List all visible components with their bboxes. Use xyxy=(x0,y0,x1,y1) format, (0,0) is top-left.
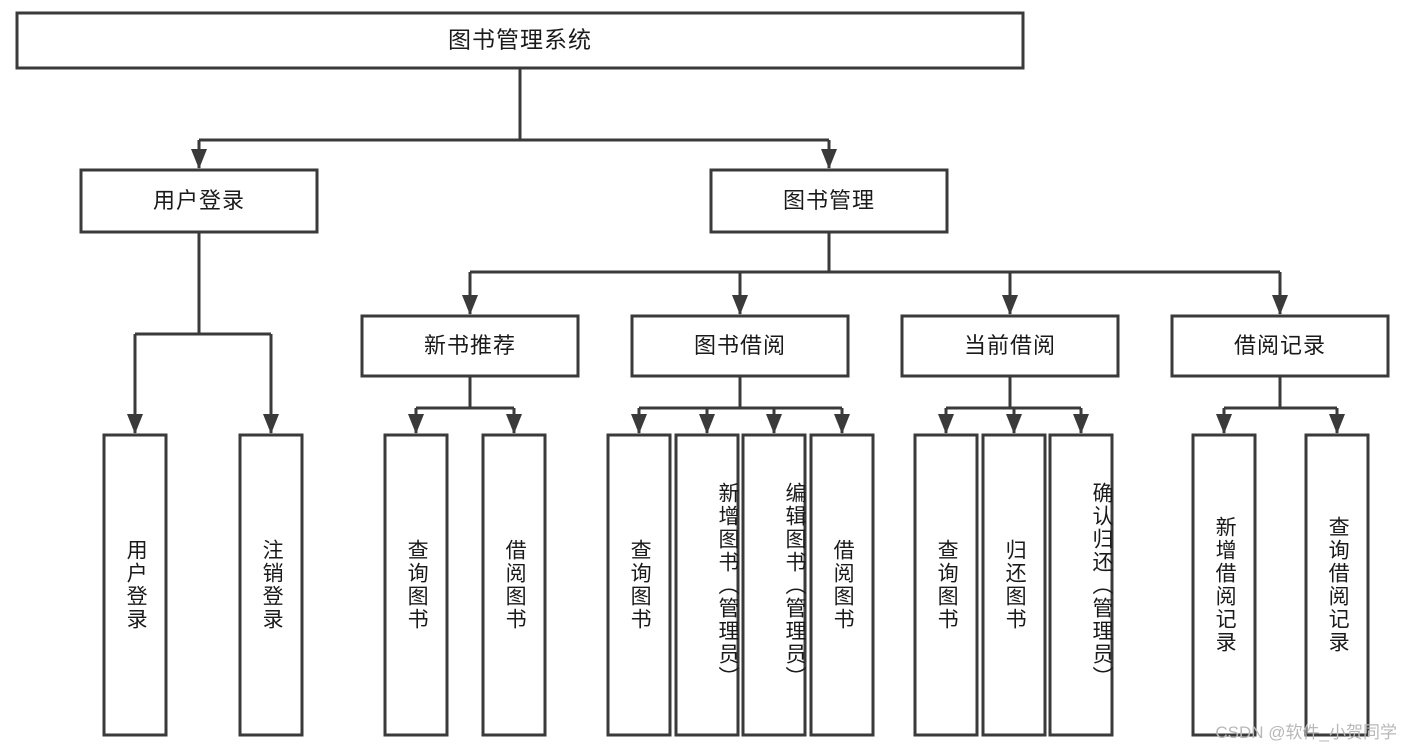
boxes-layer xyxy=(15,11,1390,737)
node-level3-0-label: 新书推荐 xyxy=(424,333,516,358)
node-level3-3-label: 借阅记录 xyxy=(1234,333,1326,358)
arrow-head-icon xyxy=(263,414,279,434)
node-leaf-7[interactable] xyxy=(809,433,875,737)
node-leaf-8[interactable] xyxy=(913,433,979,737)
node-level3-1[interactable] xyxy=(630,314,850,378)
arrow-head-icon xyxy=(631,414,647,434)
arrow-head-icon xyxy=(462,295,478,315)
node-leaf-2[interactable] xyxy=(383,433,449,737)
node-level3-2[interactable] xyxy=(900,314,1120,378)
node-level2-1[interactable] xyxy=(709,168,949,234)
node-root[interactable] xyxy=(15,11,1025,70)
node-leaf-11[interactable] xyxy=(1191,433,1257,737)
arrow-head-icon xyxy=(834,414,850,434)
arrow-head-icon xyxy=(408,414,424,434)
node-leaf-6[interactable] xyxy=(741,433,807,737)
node-leaf-0[interactable] xyxy=(102,433,168,737)
node-leaf-5[interactable] xyxy=(674,433,740,737)
arrow-head-icon xyxy=(1002,295,1018,315)
node-root-label: 图书管理系统 xyxy=(448,27,592,53)
node-level3-1-label: 图书借阅 xyxy=(694,333,786,358)
node-leaf-12[interactable] xyxy=(1304,433,1370,737)
arrow-head-icon xyxy=(1329,414,1345,434)
node-level3-3[interactable] xyxy=(1170,314,1390,378)
arrow-head-icon xyxy=(127,414,143,434)
node-level3-0[interactable] xyxy=(360,314,580,378)
arrow-head-icon xyxy=(766,414,782,434)
node-leaf-1[interactable] xyxy=(238,433,304,737)
connectors-layer xyxy=(127,68,1345,434)
arrow-head-icon xyxy=(1216,414,1232,434)
arrow-head-icon xyxy=(699,414,715,434)
node-leaf-9[interactable] xyxy=(981,433,1047,737)
arrow-head-icon xyxy=(821,149,837,169)
node-leaf-4[interactable] xyxy=(606,433,672,737)
arrow-head-icon xyxy=(1272,295,1288,315)
arrow-head-icon xyxy=(506,414,522,434)
node-level2-0[interactable] xyxy=(79,168,319,234)
arrow-head-icon xyxy=(732,295,748,315)
node-level2-0-label: 用户登录 xyxy=(153,188,245,213)
node-level3-2-label: 当前借阅 xyxy=(964,333,1056,358)
node-level2-1-label: 图书管理 xyxy=(783,188,875,213)
node-leaf-3[interactable] xyxy=(481,433,547,737)
arrow-head-icon xyxy=(1006,414,1022,434)
arrow-head-icon xyxy=(938,414,954,434)
node-leaf-10[interactable] xyxy=(1048,433,1114,737)
arrow-head-icon xyxy=(1073,414,1089,434)
arrow-head-icon xyxy=(191,149,207,169)
